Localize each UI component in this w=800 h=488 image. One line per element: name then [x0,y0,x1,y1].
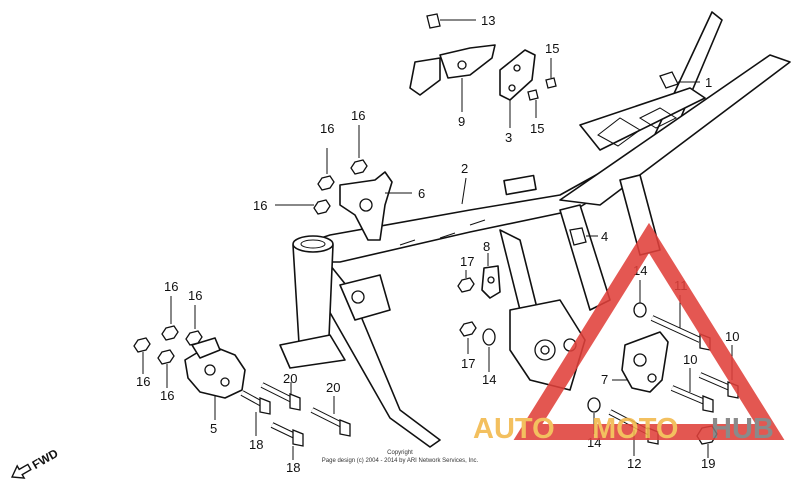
screw-15-lower [527,89,539,118]
callout-2: 2 [461,161,468,176]
callout-12: 12 [627,456,641,471]
nut-16-g [157,349,175,388]
watermark-auto: AUTO [473,413,555,445]
washer-14-b [482,328,496,372]
callout-3: 3 [505,130,512,145]
bracket-7 [612,331,669,393]
callout-18-a: 18 [249,437,263,452]
callout-18-b: 18 [286,460,300,475]
callout-1: 1 [705,75,712,90]
bolt-20-b [310,396,351,437]
washer-14-a [633,280,647,318]
bracket-6 [339,171,412,241]
callout-15-upper: 15 [545,41,559,56]
plate-8 [481,253,501,299]
nut-16-f [133,337,151,374]
bolt-20-a [260,382,301,411]
watermark-logo: AUTO MOTO HUB [473,222,785,445]
callout-16-b: 16 [351,108,365,123]
plate-5 [184,337,246,420]
callout-14-b: 14 [482,372,496,387]
watermark-triangle-icon [513,222,785,440]
bolt-10-b [670,368,714,413]
callout-20-b: 20 [326,380,340,395]
callout-16-f: 16 [136,374,150,389]
fwd-arrow-icon [10,463,32,479]
bracket-9 [409,44,496,112]
callout-17-b: 17 [461,356,475,371]
bolt-18-a [240,390,271,436]
callout-16-d: 16 [164,279,178,294]
callout-6: 6 [418,186,425,201]
callout-16-a: 16 [320,121,334,136]
nut-16-a [317,148,335,191]
callout-7: 7 [601,372,608,387]
callout-13: 13 [481,13,495,28]
bolt-18-b [270,422,304,460]
callout-16-c: 16 [253,198,267,213]
nut-16-e [185,305,203,346]
grommet-1 [659,71,700,89]
callout-17-a: 17 [460,254,474,269]
plate-3 [499,49,536,128]
watermark-hub: HUB [711,413,774,445]
watermark-moto: MOTO [592,413,678,445]
nut-17-b [459,321,477,354]
nut-17-a [457,270,475,293]
callout-16-e: 16 [188,288,202,303]
callout-16-g: 16 [160,388,174,403]
callout-8: 8 [483,239,490,254]
nut-16-b [350,125,368,175]
bolt-13 [426,13,476,29]
nut-16-d [161,296,179,341]
fwd-indicator: FWD [10,446,61,479]
callout-20-a: 20 [283,371,297,386]
copyright-line1: Copyright [387,450,413,456]
screw-15-upper [545,58,557,89]
callout-15-lower: 15 [530,121,544,136]
callout-10-a: 10 [725,329,739,344]
callout-5: 5 [210,421,217,436]
collar-4 [569,227,598,246]
fwd-label: FWD [30,446,61,472]
callout-9: 9 [458,114,465,129]
callout-19: 19 [701,456,715,471]
callout-10-b: 10 [683,352,697,367]
nut-16-c [275,199,331,215]
copyright-line2: Page design (c) 2004 - 2014 by ARI Netwo… [322,458,479,464]
callout-4: 4 [601,229,608,244]
